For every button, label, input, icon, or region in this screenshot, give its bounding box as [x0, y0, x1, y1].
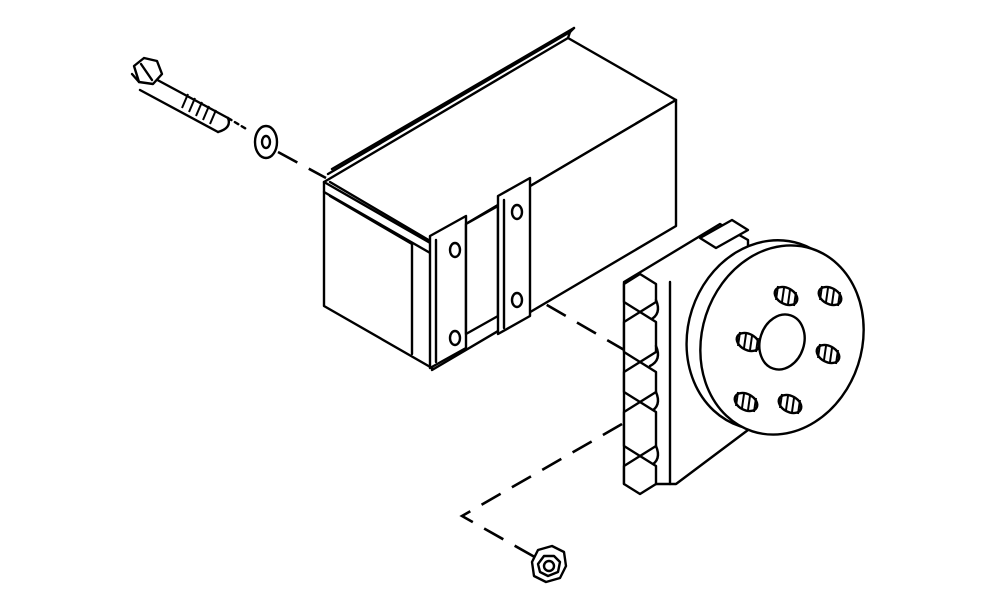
mounting-bracket-plates	[428, 176, 532, 370]
bracket-slots	[622, 272, 660, 496]
hex-bolt-icon	[130, 56, 250, 134]
hub-stud	[773, 285, 799, 307]
hub-stud	[733, 391, 759, 413]
guide-line-bolt-to-box	[277, 150, 327, 180]
hex-nut-icon	[530, 544, 568, 584]
bolt-threads	[181, 93, 217, 125]
hub-studs-icon	[685, 239, 865, 436]
flat-washer-icon	[253, 124, 279, 160]
hub-stud	[735, 331, 761, 353]
hub-stud	[815, 343, 841, 365]
guide-line-nut-to-bracket	[459, 422, 623, 562]
hub-stud	[777, 393, 803, 415]
hub-stud	[817, 285, 843, 307]
